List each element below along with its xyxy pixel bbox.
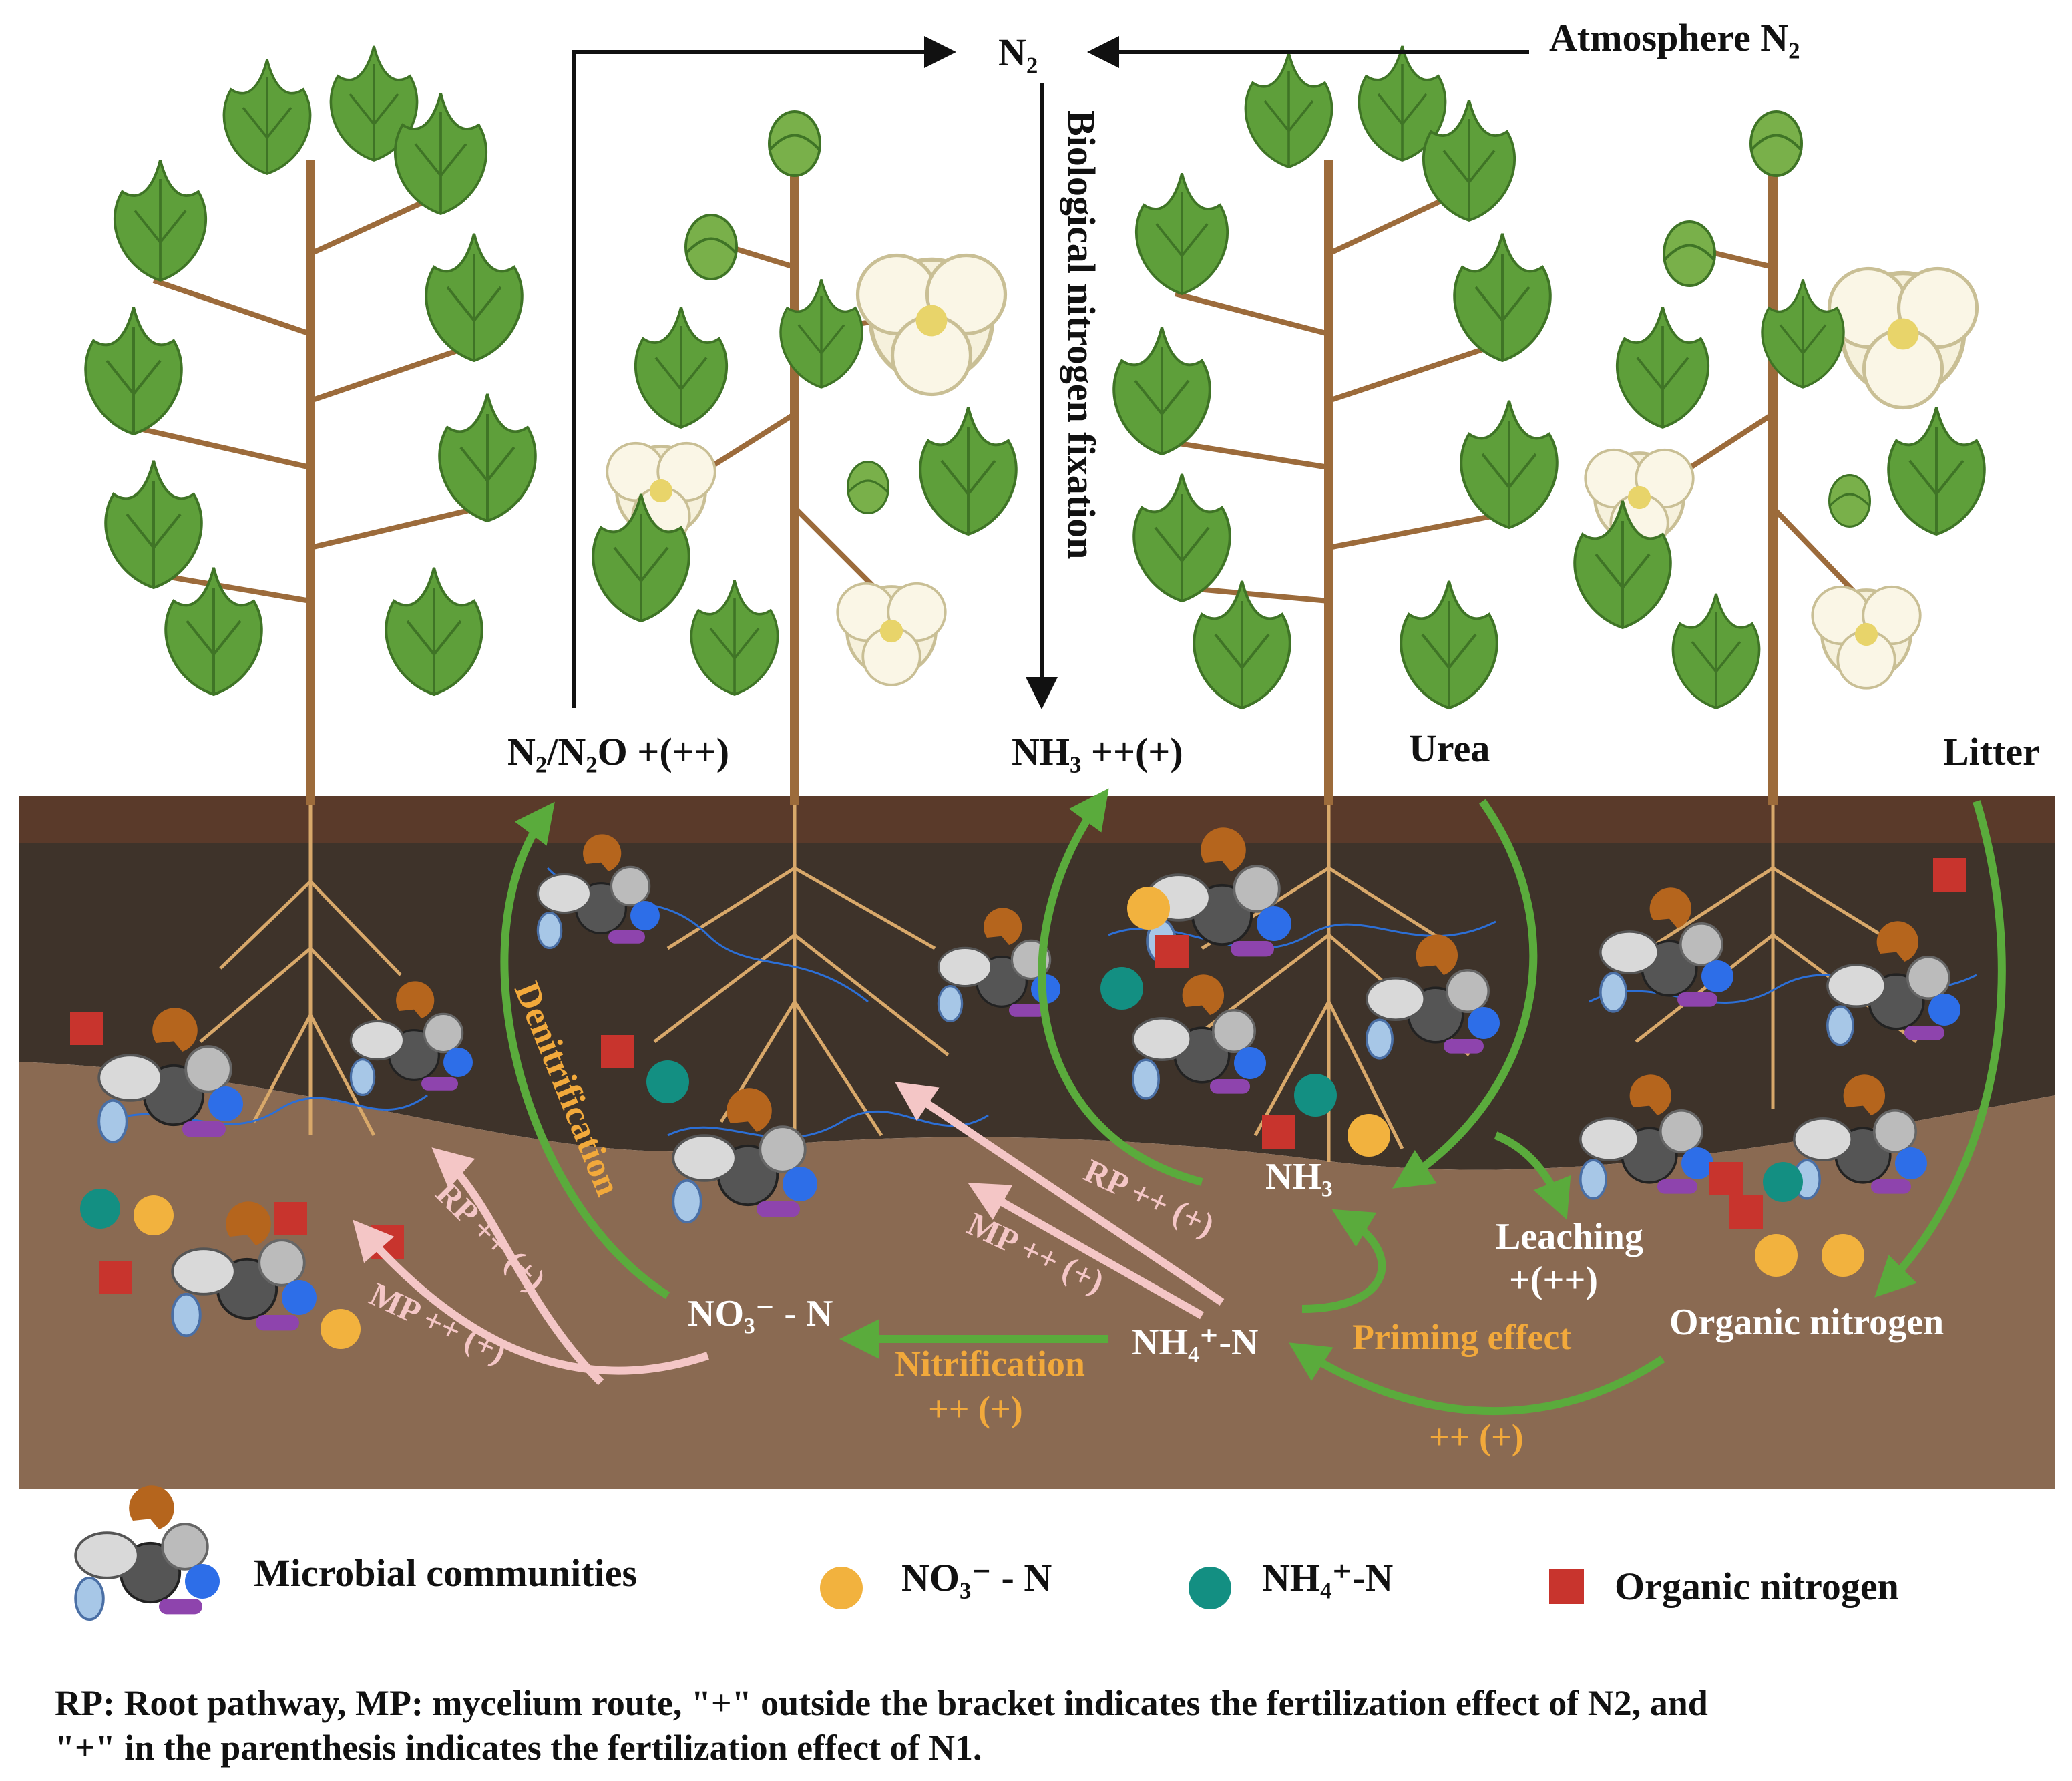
cotton-plant-3: [1112, 45, 1559, 805]
nitrification-effect-label: ++ (+): [928, 1389, 1023, 1429]
organic-square: [1709, 1162, 1743, 1195]
nitrogen-particles: [70, 858, 1966, 1349]
mp-left-arrow: [353, 1219, 709, 1375]
nh4-dot: [1763, 1162, 1803, 1202]
soil-surface-band: [19, 796, 2055, 843]
organic-square: [1262, 1115, 1295, 1149]
leaching-label: Leaching: [1496, 1216, 1643, 1257]
no3-dot: [1822, 1234, 1864, 1277]
atmosphere-n2-label: Atmosphere N₂: [1549, 16, 1800, 59]
legend-organic-icon: [1549, 1569, 1584, 1604]
no3-node-label: NO₃⁻ - N: [688, 1293, 833, 1334]
urea-hydrolysis-arrow: [1392, 799, 1538, 1189]
nh4-dot: [1294, 1074, 1337, 1117]
uptake-arrows: [353, 1081, 1225, 1386]
caption-line-1: RP: Root pathway, MP: mycelium route, "+…: [55, 1683, 1708, 1723]
cotton-plant-4: [1573, 110, 1986, 805]
cotton-plant-2: [592, 110, 1018, 805]
organic-square: [274, 1202, 307, 1235]
nh3-soil-label: NH₃: [1265, 1156, 1333, 1197]
legend-organic-label: Organic nitrogen: [1615, 1565, 1899, 1608]
legend-no3-label: NO₃⁻ - N: [901, 1556, 1052, 1599]
nh4-dot: [646, 1060, 689, 1103]
no3-dot: [1127, 887, 1170, 930]
process-arrows: [500, 788, 2006, 1416]
nh3-volatilization-arrow: [1038, 788, 1203, 1186]
nh3-emission-label: NH₃ ++(+): [1012, 730, 1183, 773]
no3-dot: [1755, 1234, 1798, 1277]
legend-nh4-icon: [1189, 1567, 1231, 1609]
mineralization-effect-label: ++ (+): [1429, 1417, 1524, 1457]
organic-nitrogen-node-label: Organic nitrogen: [1669, 1302, 1944, 1343]
atmosphere-arrows: [572, 36, 1529, 709]
urea-label: Urea: [1409, 727, 1490, 770]
emission-to-n2-arrow: [572, 36, 956, 708]
organic-square: [1933, 858, 1966, 892]
legend-no3-icon: [820, 1567, 863, 1609]
leaching-arrow: [1494, 1131, 1571, 1220]
organic-square: [70, 1012, 103, 1045]
microbial-communities-icon: [74, 1484, 221, 1621]
bnf-label: Biological nitrogen fixation: [1060, 110, 1103, 559]
organic-square: [1729, 1195, 1763, 1229]
organic-square: [1155, 935, 1189, 968]
cotton-plant-1: [84, 45, 537, 805]
priming-effect-label: Priming effect: [1352, 1317, 1571, 1357]
legend-nh4-label: NH₄⁺-N: [1262, 1556, 1393, 1599]
organic-square: [601, 1035, 634, 1068]
legend-microbial-label: Microbial communities: [254, 1551, 637, 1595]
mp-mid-arrow: [968, 1183, 1204, 1320]
rp-left-arrow: [431, 1147, 604, 1386]
nh4-dot: [80, 1189, 120, 1229]
nh4-node-label: NH₄⁺-N: [1132, 1322, 1258, 1363]
no3-dot: [134, 1195, 174, 1235]
soil-light-layer: [19, 1062, 2055, 1489]
legend: Microbial communities NO₃⁻ - N NH₄⁺-N Or…: [74, 1484, 1899, 1621]
litter-decomposition-arrow: [1874, 800, 2006, 1298]
n2-n2o-emission-label: N₂/N₂O +(++): [507, 730, 729, 773]
caption-line-2: "+" in the parenthesis indicates the fer…: [55, 1728, 982, 1768]
nitrification-label: Nitrification: [895, 1344, 1085, 1384]
priming-arrow: [1301, 1209, 1386, 1313]
denitrification-arrow: [500, 801, 670, 1300]
n2-label: N₂: [998, 31, 1038, 74]
mineralization-arrow: [1288, 1342, 1665, 1416]
no3-dot: [1348, 1114, 1390, 1157]
nh4-dot: [1100, 967, 1143, 1010]
litter-label: Litter: [1943, 730, 2040, 773]
rp-mid-arrow: [895, 1081, 1225, 1306]
no3-dot: [321, 1309, 361, 1349]
soil-layers: [19, 796, 2055, 1489]
organic-square: [99, 1261, 132, 1294]
leaching-effect-label: +(++): [1509, 1259, 1598, 1301]
